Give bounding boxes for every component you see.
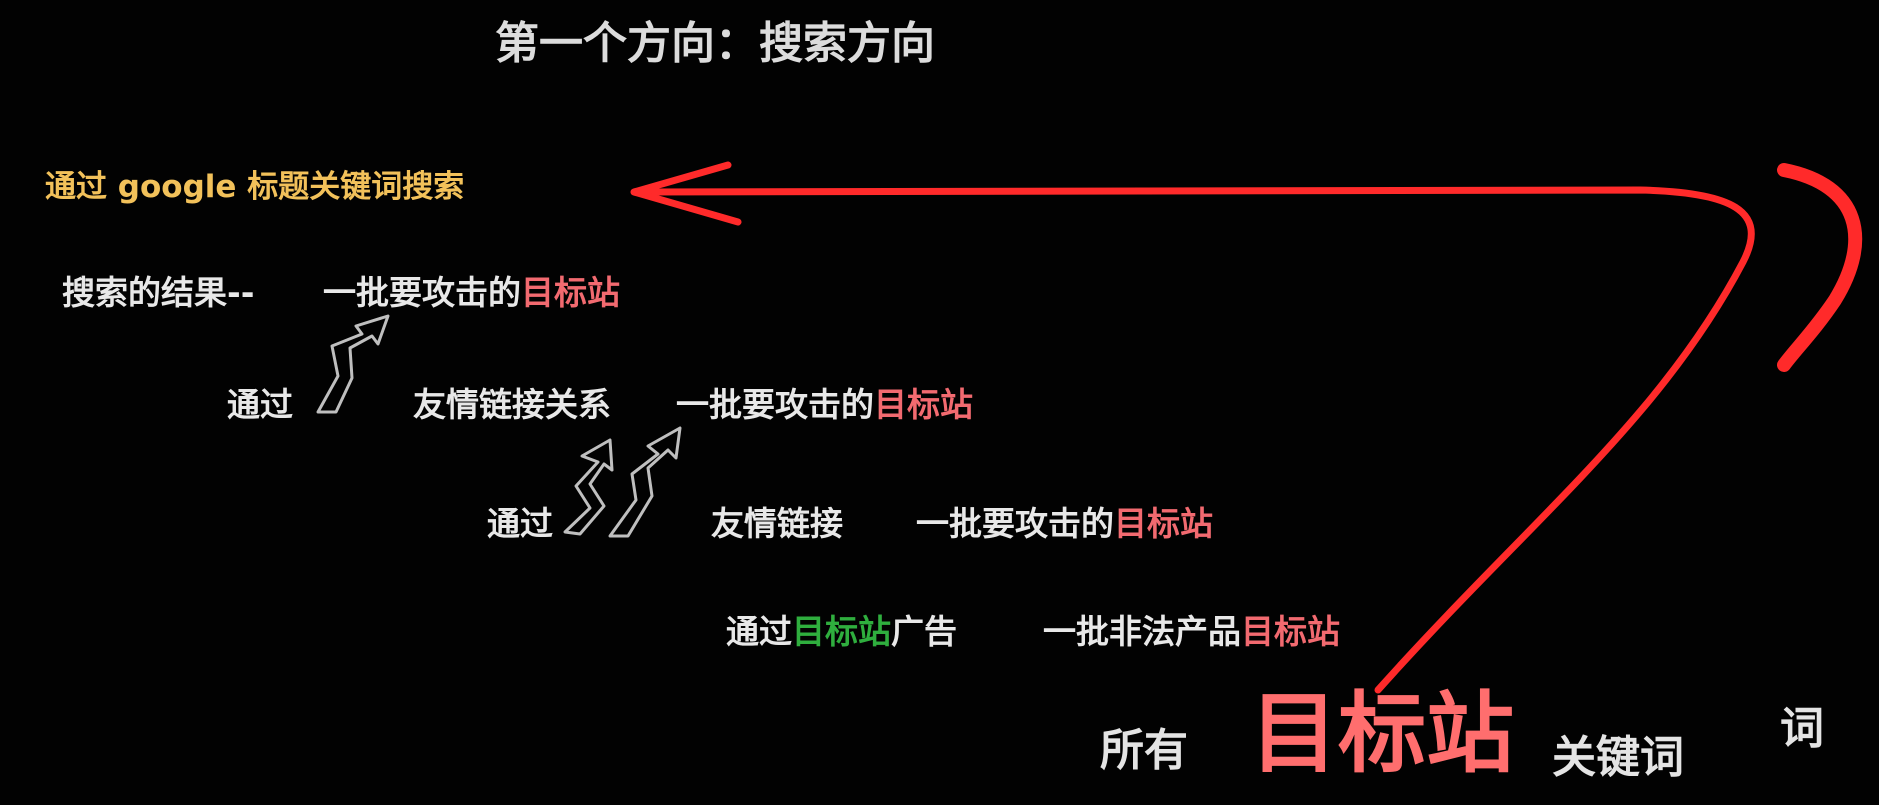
target-site-label: 目标站	[1114, 504, 1213, 543]
ads-label: 广告	[891, 612, 957, 651]
zigzag-arrow-2	[563, 438, 614, 536]
zigzag-arrow-1	[316, 314, 390, 414]
batch-targets-label: 一批要攻击的	[676, 385, 874, 424]
red-arrowhead	[630, 161, 742, 226]
keyword-label: 关键词	[1552, 732, 1684, 783]
keyword-partial-label: 词	[1780, 703, 1824, 754]
batch-targets-label: 一批要攻击的	[323, 273, 521, 312]
targets-line-2: 一批要攻击的目标站	[676, 388, 973, 421]
via-label-3: 通过	[726, 612, 792, 651]
illegal-targets-line: 一批非法产品目标站	[1043, 615, 1340, 648]
via-label-2: 通过	[487, 504, 553, 543]
target-site-label: 目标站	[1241, 612, 1340, 651]
big-target-site-label: 目标站	[1250, 682, 1515, 785]
friend-link-label: 友情链接	[711, 504, 843, 543]
targets-line-1: 一批要攻击的目标站	[323, 276, 620, 309]
ads-line: 通过目标站广告	[726, 615, 957, 648]
all-label: 所有	[1100, 725, 1188, 776]
target-site-label: 目标站	[521, 273, 620, 312]
red-curve-arrow	[636, 186, 1755, 694]
search-results-label: 搜索的结果--	[62, 273, 255, 312]
zigzag-arrow-3	[608, 426, 682, 538]
target-site-green-label: 目标站	[792, 612, 891, 651]
illegal-batch-label: 一批非法产品	[1043, 612, 1241, 651]
red-curve-partial	[1777, 163, 1863, 372]
page-title: 第一个方向：搜索方向	[495, 18, 935, 69]
targets-line-3: 一批要攻击的目标站	[916, 507, 1213, 540]
search-results-line: 搜索的结果--	[62, 276, 254, 309]
friend-link-relation-label: 友情链接关系	[413, 385, 611, 424]
batch-targets-label: 一批要攻击的	[916, 504, 1114, 543]
via-label-1: 通过	[227, 385, 293, 424]
target-site-label: 目标站	[874, 385, 973, 424]
google-search-line: 通过 google 标题关键词搜索	[45, 169, 465, 205]
